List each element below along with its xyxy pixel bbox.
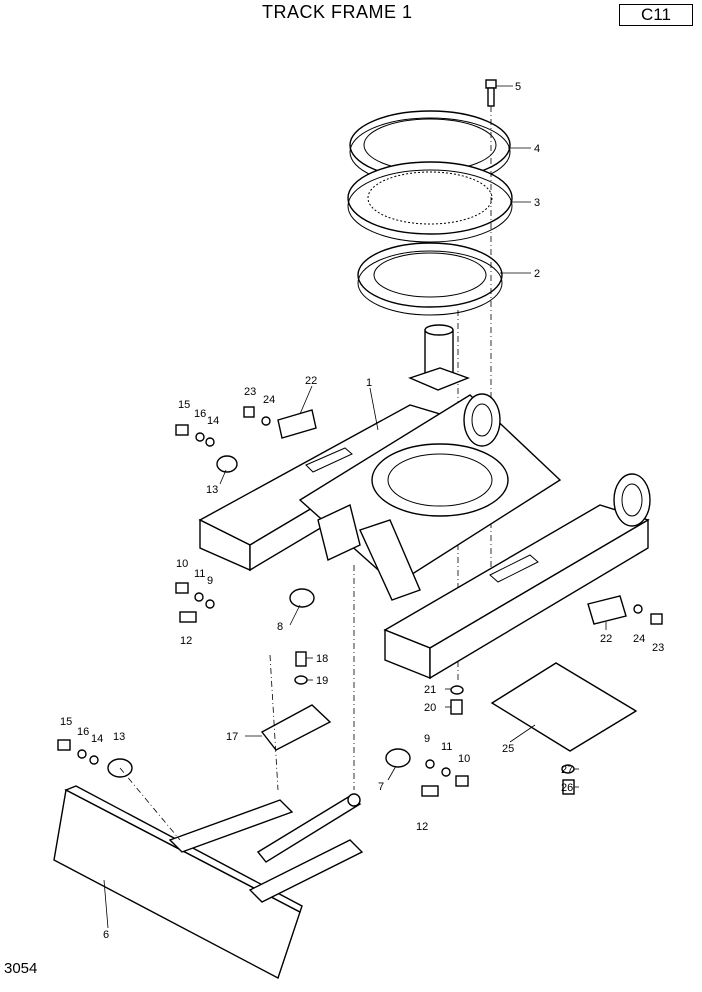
pin-part-7[interactable]: [385, 748, 411, 768]
callout-1: 1: [366, 377, 372, 389]
callout-11-left: 11: [194, 568, 205, 580]
callout-15-bottom: 15: [60, 716, 72, 728]
bearing-seat-part-2[interactable]: [357, 242, 503, 316]
plate-part-22-left[interactable]: [277, 409, 317, 439]
callout-8: 8: [277, 621, 283, 633]
bolt-part-15-bottom[interactable]: [57, 739, 71, 751]
washer-part-24-left[interactable]: [261, 416, 271, 426]
callout-10-right: 10: [458, 753, 470, 765]
nut-part-9-left[interactable]: [205, 599, 215, 609]
callout-16-top: 16: [194, 408, 206, 420]
bolt-part-10-left[interactable]: [175, 582, 189, 594]
nut-part-14-bottom[interactable]: [89, 755, 99, 765]
pin-part-13-top[interactable]: [216, 455, 238, 473]
washer-part-21[interactable]: [450, 685, 464, 695]
callout-26: 26: [561, 782, 573, 794]
callout-13-bottom: 13: [113, 731, 125, 743]
callout-13-top: 13: [206, 484, 218, 496]
bolt-part-23-right[interactable]: [650, 613, 663, 625]
callout-9-left: 9: [207, 575, 213, 587]
dozer-blade-part-6[interactable]: [53, 785, 364, 980]
callout-12-right: 12: [416, 821, 428, 833]
callout-labels: 5 4 3 2 1 22 23 24 15 16 14 13 10 11 9 1…: [60, 81, 664, 941]
page-number: 3054: [4, 960, 38, 977]
callout-2: 2: [534, 268, 540, 280]
callout-11-right: 11: [441, 741, 452, 753]
callout-18: 18: [316, 653, 328, 665]
washer-part-16-top[interactable]: [195, 432, 205, 442]
callout-5-top: 5: [515, 81, 521, 93]
callout-27: 27: [561, 764, 573, 776]
washer-part-16-bottom[interactable]: [77, 749, 87, 759]
fitting-part-12-left[interactable]: [179, 611, 197, 623]
callout-7: 7: [378, 781, 384, 793]
nut-part-9-right[interactable]: [425, 759, 435, 769]
washer-part-11-left[interactable]: [194, 592, 204, 602]
center-column: [408, 324, 470, 391]
callout-22-right: 22: [600, 633, 612, 645]
nut-part-14-top[interactable]: [205, 437, 215, 447]
callout-15-top: 15: [178, 399, 190, 411]
pin-part-8[interactable]: [289, 588, 315, 608]
callout-25: 25: [502, 743, 514, 755]
bolt-part-10-right[interactable]: [455, 775, 469, 787]
callout-3: 3: [534, 197, 540, 209]
callout-9-right: 9: [424, 733, 430, 745]
bolt-part-20[interactable]: [450, 699, 463, 715]
washer-part-11-right[interactable]: [441, 767, 451, 777]
bolt-part-18[interactable]: [295, 651, 307, 667]
swing-gear-part-3[interactable]: [347, 161, 513, 243]
callout-20: 20: [424, 702, 436, 714]
under-cover-part-25[interactable]: [490, 662, 638, 752]
callout-21: 21: [424, 684, 436, 696]
callout-24-right: 24: [633, 633, 645, 645]
fitting-part-12-right[interactable]: [421, 785, 439, 797]
track-frame-part-1[interactable]: [198, 393, 651, 680]
washer-part-24-right[interactable]: [633, 604, 643, 614]
callout-12-left: 12: [180, 635, 192, 647]
section-code-box: C11: [619, 4, 693, 26]
callout-19: 19: [316, 675, 328, 687]
callout-6: 6: [103, 929, 109, 941]
callout-16-bottom: 16: [77, 726, 89, 738]
callout-23-left: 23: [244, 386, 256, 398]
bearing-ring-part-4[interactable]: [349, 110, 511, 187]
bolt-part-23-left[interactable]: [243, 406, 255, 418]
page-title: TRACK FRAME 1: [262, 2, 413, 22]
callout-4: 4: [534, 143, 540, 155]
callout-10-left: 10: [176, 558, 188, 570]
callout-14-top: 14: [207, 415, 219, 427]
bolt-part-15-top[interactable]: [175, 424, 189, 436]
callout-14-bottom: 14: [91, 733, 103, 745]
bolt-part-5[interactable]: [485, 79, 497, 107]
callout-23-right: 23: [652, 642, 664, 654]
callout-17: 17: [226, 731, 238, 743]
plate-part-22-right[interactable]: [587, 595, 627, 625]
cover-part-17[interactable]: [260, 704, 332, 751]
washer-part-19[interactable]: [294, 675, 308, 685]
callout-22-left: 22: [305, 375, 317, 387]
leader-lines: [103, 85, 607, 929]
callout-24-left: 24: [263, 394, 275, 406]
